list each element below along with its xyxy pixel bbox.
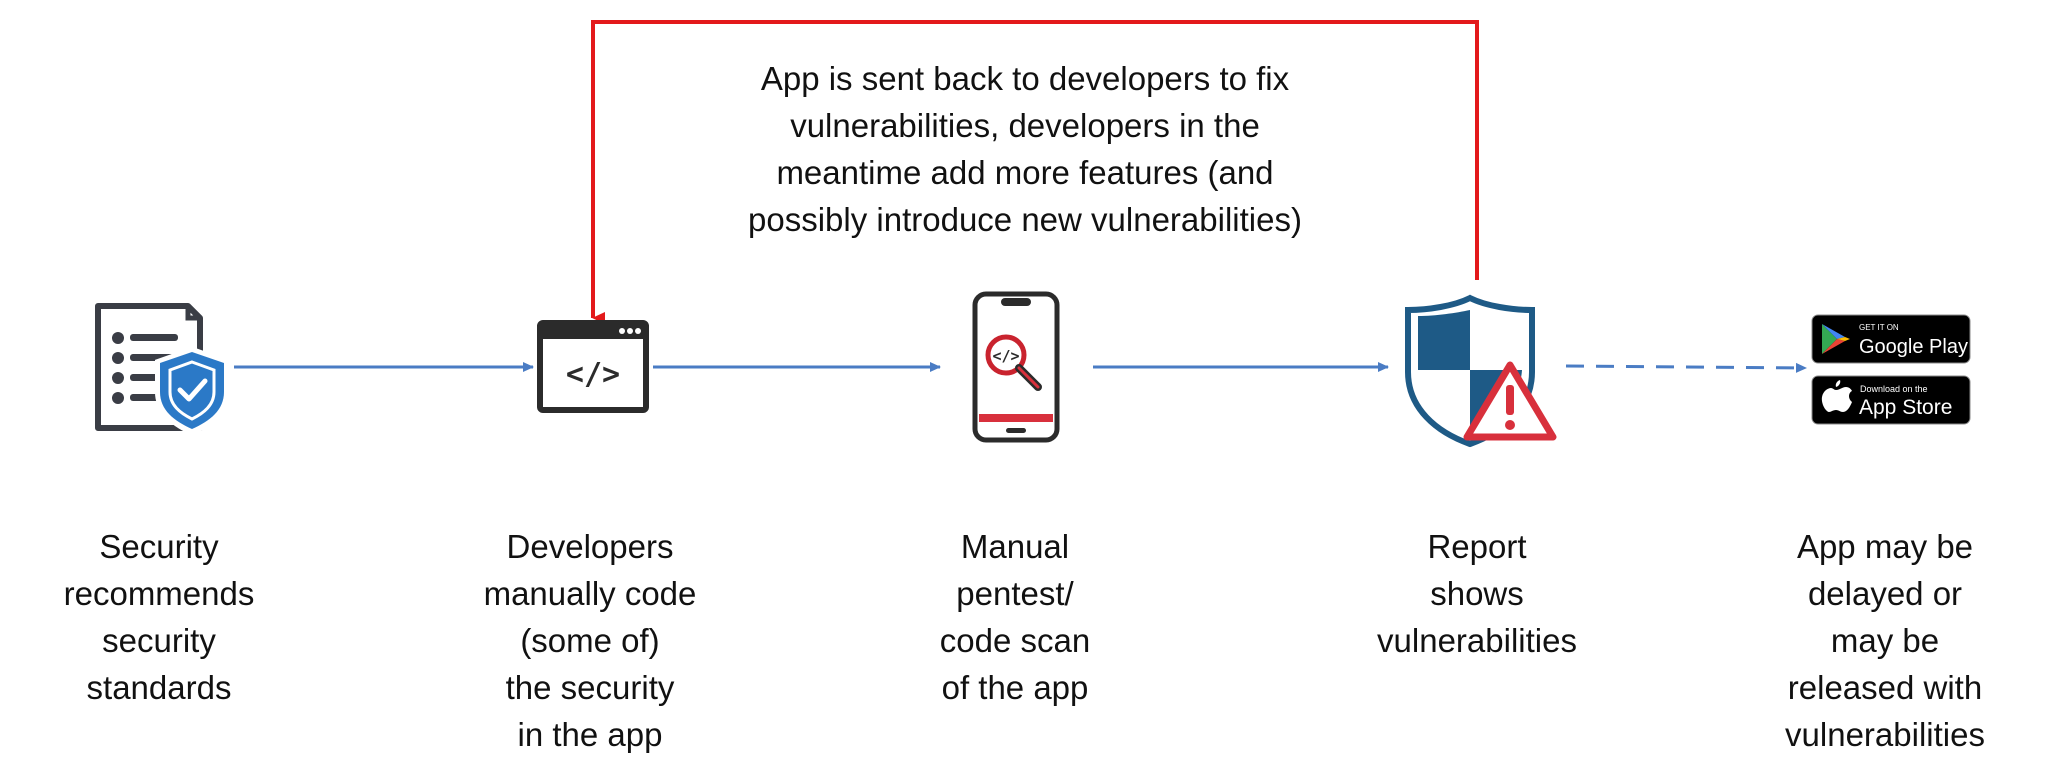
feedback-note-line: meantime add more features (and	[776, 154, 1274, 191]
caption-pentest: Manual pentest/ code scan of the app	[875, 523, 1155, 711]
caption-line: code scan	[939, 622, 1091, 659]
caption-line: pentest/	[956, 575, 1074, 612]
caption-line: of the app	[941, 669, 1089, 706]
feedback-note-line: vulnerabilities, developers in the	[790, 107, 1260, 144]
caption-line: Developers	[506, 528, 674, 565]
feedback-note-line: possibly introduce new vulnerabilities)	[748, 201, 1302, 238]
shield-warning-icon	[1405, 294, 1557, 448]
phone-code-scan-icon: </>	[972, 291, 1060, 443]
caption-line: Security	[99, 528, 219, 565]
caption-line: security	[102, 622, 216, 659]
google-play-large-text: Google Play	[1859, 336, 1968, 358]
google-play-badge: GET IT ON Google Play	[1811, 314, 1971, 364]
caption-line: manually code	[483, 575, 697, 612]
app-store-badges-icon: GET IT ON Google Play Download on the Ap…	[1811, 314, 1971, 425]
caption-report: Report shows vulnerabilities	[1337, 523, 1617, 664]
phone-code-text: </>	[992, 347, 1019, 365]
caption-line: Manual	[960, 528, 1070, 565]
code-window-icon: </>	[537, 320, 649, 413]
caption-security-standards: Security recommends security standards	[19, 523, 299, 711]
code-window-text: </>	[566, 357, 620, 392]
caption-line: recommends	[63, 575, 255, 612]
flow-arrow-dashed	[1565, 362, 1807, 373]
app-store-badge: Download on the App Store	[1811, 375, 1971, 425]
caption-line: shows	[1430, 575, 1524, 612]
caption-developers-code: Developers manually code (some of) the s…	[450, 523, 730, 758]
caption-line: vulnerabilities	[1785, 716, 1985, 753]
caption-line: released with	[1787, 669, 1983, 706]
caption-line: delayed or	[1807, 575, 1963, 612]
app-store-large-text: App Store	[1859, 396, 1952, 419]
caption-line: standards	[86, 669, 232, 706]
caption-line: vulnerabilities	[1377, 622, 1577, 659]
caption-line: (some of)	[520, 622, 660, 659]
security-checklist-shield-icon	[95, 303, 229, 436]
google-play-small-text: GET IT ON	[1859, 323, 1899, 332]
caption-line: Report	[1427, 528, 1527, 565]
feedback-note: App is sent back to developers to fix vu…	[700, 55, 1350, 243]
feedback-note-line: App is sent back to developers to fix	[760, 60, 1290, 97]
caption-line: App may be	[1796, 528, 1974, 565]
caption-line: the security	[505, 669, 675, 706]
caption-app-release: App may be delayed or may be released wi…	[1745, 523, 2025, 758]
feedback-arrow	[591, 20, 1479, 324]
app-store-small-text: Download on the	[1860, 384, 1928, 394]
caption-line: in the app	[517, 716, 663, 753]
apple-logo-icon	[1821, 380, 1852, 412]
google-play-logo-icon	[1822, 324, 1837, 354]
caption-line: may be	[1830, 622, 1940, 659]
